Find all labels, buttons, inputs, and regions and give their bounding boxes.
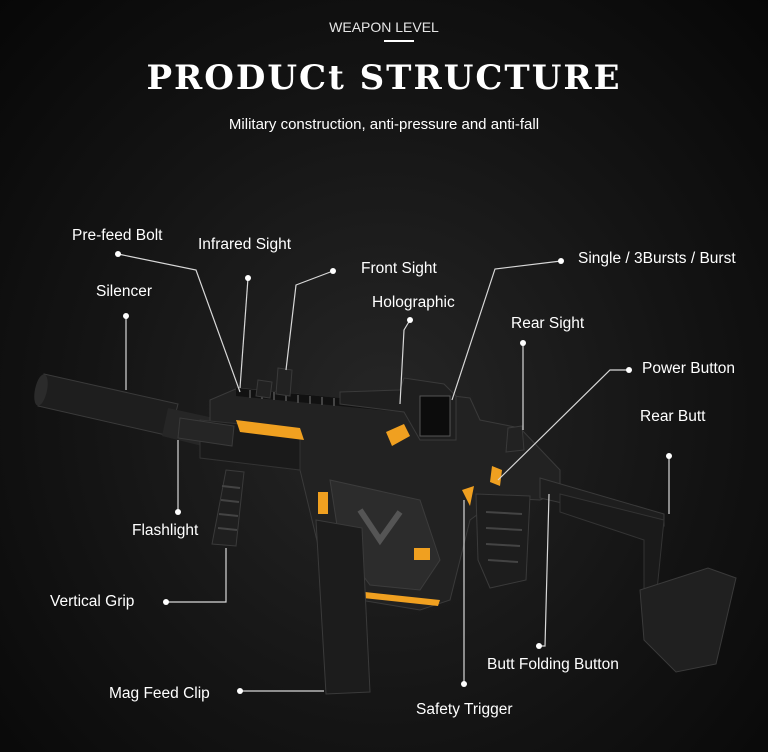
label-single-burst: Single / 3Bursts / Burst (578, 250, 736, 267)
label-front-sight: Front Sight (361, 260, 437, 277)
label-butt-folding-button: Butt Folding Button (487, 656, 619, 673)
brand-label: WEAPON LEVEL (329, 19, 439, 35)
vertical-grip-part (211, 469, 245, 547)
brand-underline (384, 40, 414, 42)
label-rear-sight: Rear Sight (511, 315, 585, 332)
page-subtitle: Military construction, anti-pressure and… (228, 116, 540, 133)
label-holographic: Holographic (372, 294, 455, 311)
holographic-sight-part (339, 377, 457, 441)
magazine-part (315, 519, 371, 695)
label-pre-feed-bolt: Pre-feed Bolt (72, 227, 163, 244)
label-vertical-grip: Vertical Grip (50, 593, 135, 610)
label-rear-butt: Rear Butt (640, 408, 706, 425)
label-mag-feed-clip: Mag Feed Clip (109, 685, 210, 702)
stock-part (539, 477, 737, 673)
label-flashlight: Flashlight (132, 522, 199, 539)
front-sight-part (255, 367, 293, 399)
page-title: PRODUCt STRUCTURE (146, 58, 622, 98)
callout-dots (115, 251, 672, 694)
rear-sight-part (505, 425, 525, 453)
label-silencer: Silencer (96, 283, 152, 300)
label-power-button: Power Button (642, 360, 736, 377)
pistol-grip-part (475, 493, 531, 589)
label-infrared-sight: Infrared Sight (198, 236, 292, 253)
label-safety-trigger: Safety Trigger (416, 701, 513, 718)
flashlight-part (177, 417, 235, 447)
